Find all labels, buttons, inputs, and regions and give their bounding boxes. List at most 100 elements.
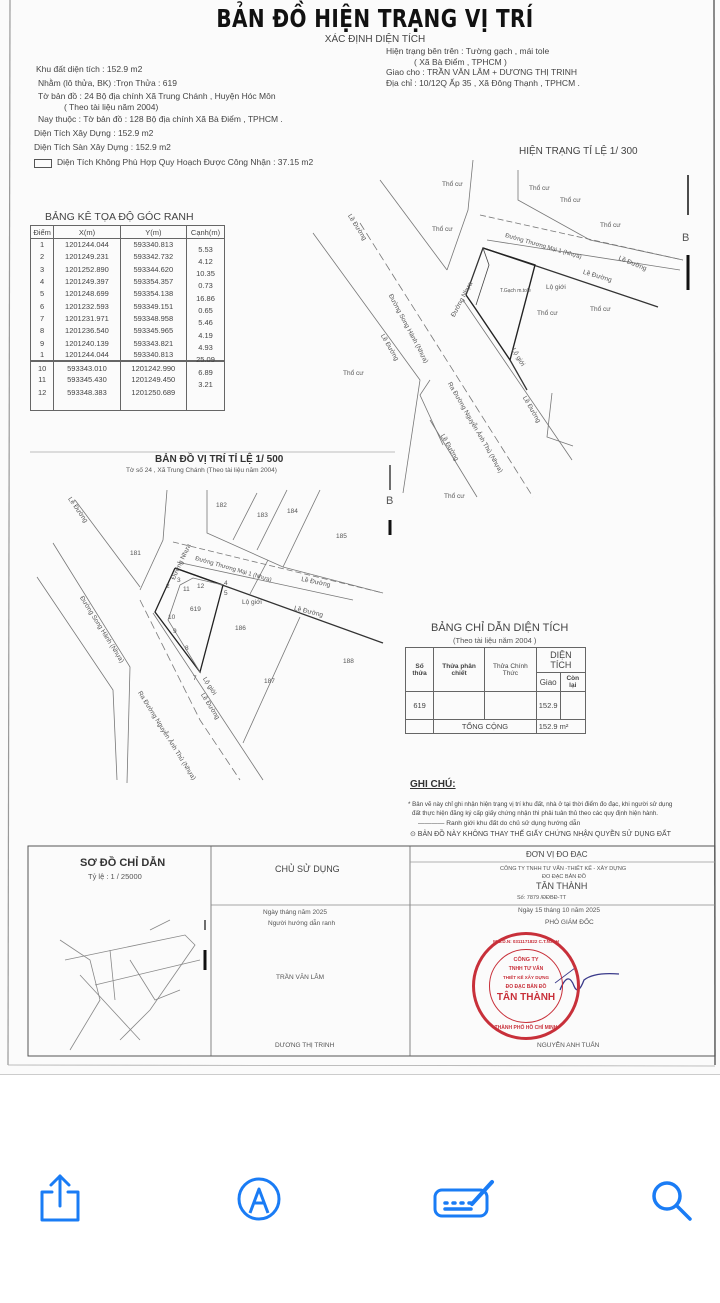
map-label: Thổ cư xyxy=(590,306,611,313)
column-header: Số thửa xyxy=(404,647,435,692)
table-cell: 593348.383 xyxy=(53,386,121,399)
column-header: Giao xyxy=(535,672,561,692)
table-cell: 1201242.990 xyxy=(119,361,188,374)
info-line: Tờ bản đồ : 24 Bộ địa chính Xã Trung Chá… xyxy=(38,91,276,101)
table-cell: 1201240.139 xyxy=(53,336,121,350)
map-label: Thổ cư xyxy=(600,222,621,229)
edge-length: 5.53 xyxy=(198,245,213,254)
map-linework xyxy=(7,0,716,1067)
table-cell: 593345.965 xyxy=(119,324,188,337)
table-cell: 10 xyxy=(29,361,55,374)
column-header: Cạnh(m) xyxy=(186,225,225,239)
legend-box xyxy=(34,159,52,168)
owner-guide-label: Người hướng dẫn ranh xyxy=(268,920,336,927)
table-cell: 6 xyxy=(29,299,55,313)
column-header: Còn lại xyxy=(559,672,587,692)
note-line: * Bản vẽ này chỉ ghi nhận hiện trạng vị … xyxy=(408,801,673,808)
table-cell: 593340.813 xyxy=(119,349,188,362)
search-button[interactable] xyxy=(650,1179,694,1228)
table-cell: 1201252.890 xyxy=(53,263,121,276)
map-label: Thổ cư xyxy=(529,185,550,192)
owner-name: DƯƠNG THỊ TRINH xyxy=(275,1042,335,1049)
edge-length: 10.35 xyxy=(196,269,215,279)
info-line: Diện Tích Xây Dựng : 152.9 m2 xyxy=(34,128,154,138)
table-cell: 2 xyxy=(29,250,55,264)
stamp-text: ĐO ĐẠC BẢN ĐỒ xyxy=(505,984,547,990)
info-line: Giao cho : TRẦN VĂN LÂM + DƯƠNG THỊ TRIN… xyxy=(386,67,577,77)
map-label: 10 xyxy=(168,614,176,621)
table-cell: 593343.010 xyxy=(53,361,121,374)
map-label: 12 xyxy=(197,583,205,590)
info-line: Diện Tích Sàn Xây Dựng : 152.9 m2 xyxy=(34,142,171,152)
table-cell: 1201250.689 xyxy=(119,386,188,399)
company-name: TÂN THÀNH xyxy=(536,881,588,891)
company-stamp: CÔNG TY TNHH TƯ VẤN THIẾT KẾ XÂY DỰNG ĐO… xyxy=(472,932,580,1040)
caption-edit-button[interactable] xyxy=(432,1178,496,1225)
table-cell: 1201244.044 xyxy=(53,349,121,362)
map-label: 3 xyxy=(177,577,181,584)
table-cell: 9 xyxy=(29,336,55,350)
table-cell: 1201249.397 xyxy=(53,275,121,288)
markup-button[interactable] xyxy=(236,1176,282,1227)
table-cell: 1201244.044 xyxy=(53,238,121,251)
table-cell: 593349.151 xyxy=(119,299,188,313)
edge-length: 0.65 xyxy=(198,305,213,315)
page-subtitle: XÁC ĐỊNH DIỆN TÍCH xyxy=(324,34,426,45)
page-title: BẢN ĐỒ HIỆN TRẠNG VỊ TRÍ xyxy=(216,4,534,33)
edge-length: 4.12 xyxy=(198,256,213,266)
map-label: 181 xyxy=(130,550,141,557)
column-header: Thửa phân chiết xyxy=(433,647,485,692)
stamp-text: M.S.D.N: 0311171822 C.T.N.H.H xyxy=(493,939,559,944)
table-cell: 1 xyxy=(29,238,55,251)
column-header: DIỆN TÍCH xyxy=(535,647,587,673)
table-cell: 1 xyxy=(29,349,55,362)
table-cell: 1201248.699 xyxy=(53,287,121,300)
table-cell: 5 xyxy=(29,287,55,300)
table-cell: 593354.357 xyxy=(119,275,188,288)
info-line: Khu đất diện tích : 152.9 m2 xyxy=(36,64,143,74)
edge-length: 6.89 xyxy=(198,368,213,378)
table-cell: 593345.430 xyxy=(53,373,121,387)
note-line: ———— Ranh giới khu đất do chủ sử dụng hư… xyxy=(418,820,581,827)
note-line: ⊙ BẢN ĐỒ NÀY KHÔNG THAY THẾ GIẤY CHỨNG N… xyxy=(410,831,671,838)
map-label: 188 xyxy=(343,658,354,665)
stamp-text: TNHH TƯ VẤN xyxy=(508,966,544,972)
info-line: Diện Tích Không Phù Hợp Quy Hoạch Được C… xyxy=(57,157,314,167)
share-icon xyxy=(40,1174,80,1222)
owner-date: Ngày tháng năm 2025 xyxy=(263,909,327,916)
table-cell: 3 xyxy=(29,263,55,276)
map-label: Thổ cư xyxy=(560,197,581,204)
map-label: 9 xyxy=(173,628,177,635)
table-cell: 619 xyxy=(404,691,435,720)
map-label: 184 xyxy=(287,508,298,515)
map-label: Thổ cư xyxy=(444,493,465,500)
share-button[interactable] xyxy=(36,1172,84,1229)
table-cell: 1201231.971 xyxy=(53,312,121,325)
table-cell: 593343.821 xyxy=(119,336,188,350)
current-map-title: HIỆN TRẠNG TỈ LỆ 1/ 300 xyxy=(519,146,638,157)
map-label: 186 xyxy=(235,625,246,632)
table-cell: 593348.958 xyxy=(119,312,188,325)
table-cell: 1201236.540 xyxy=(53,324,121,337)
map-label: 183 xyxy=(257,512,268,519)
note-line: đất thực hiện đăng ký cấp giấy chứng nhậ… xyxy=(412,810,658,817)
markup-icon xyxy=(237,1177,281,1221)
map-label: T.Gạch m.tole xyxy=(500,288,531,294)
table-cell: 593342.732 xyxy=(119,250,188,264)
guide-map-title: SƠ ĐỒ CHỈ DẪN xyxy=(80,857,166,869)
info-line: ( Theo tài liệu năm 2004) xyxy=(64,102,159,112)
signer-name: NGUYỄN ANH TUẤN xyxy=(537,1042,600,1049)
info-line: Nhằm (lô thửa, BK) :Trọn Thửa : 619 xyxy=(38,78,177,88)
caption-edit-icon xyxy=(433,1180,494,1218)
guide-map-scale: Tỷ lệ : 1 / 25000 xyxy=(88,872,142,881)
